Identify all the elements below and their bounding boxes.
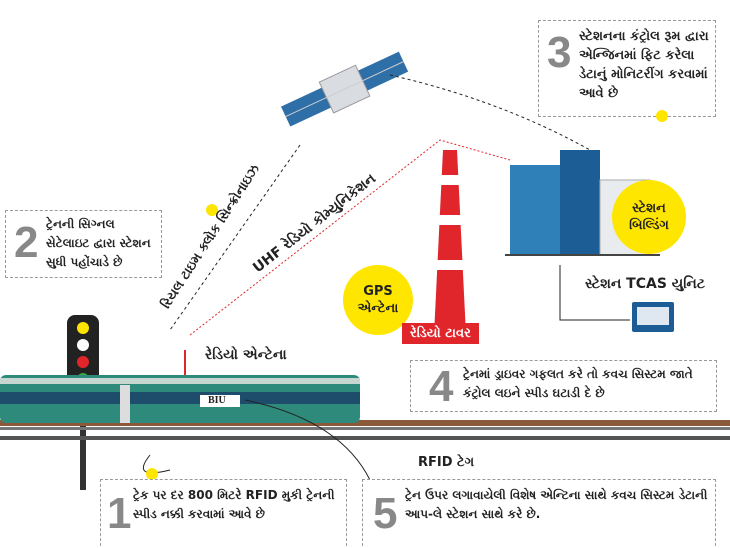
- step-5-box: 5 ટ્રેન ઉપર લગાવાયેલી વિશેષ એન્ટિના સાથે…: [362, 479, 716, 546]
- yellow-dot-marker: [146, 468, 158, 480]
- step-text: ટ્રેક પર દર 800 મિટરે RFID મુકી ટ્રેનની …: [133, 488, 335, 521]
- station-building-label: સ્ટેશન બિલ્ડિંગ: [629, 201, 669, 233]
- step-number: 4: [429, 362, 454, 411]
- yellow-dot-marker: [656, 110, 668, 122]
- step-number: 2: [14, 218, 39, 267]
- satellite-icon: [281, 51, 409, 127]
- rfid-label: RFID ટેગ: [418, 455, 475, 470]
- step-2-box: 2 ટ્રેનની સિગ્નલ સેટેલાઇટ દ્વારા સ્ટેશન …: [5, 210, 162, 278]
- step-number: 5: [373, 489, 398, 538]
- radio-antenna-label: રેડિયો એન્ટેના: [205, 347, 287, 363]
- train-icon: [0, 375, 360, 423]
- step-4-box: 4 ટ્રેનમાં ડ્રાઇવર ગફલત કરે તો કવચ સિસ્ટ…: [410, 360, 717, 412]
- radio-tower-label: રેડિયો ટાવર: [402, 323, 479, 344]
- step-number: 3: [547, 28, 572, 77]
- railway-track: [0, 420, 730, 440]
- step-3-box: 3 સ્ટેશનના કંટ્રોલ રૂમ દ્વારા એન્જિનમાં …: [538, 20, 716, 117]
- radio-tower-icon: [434, 150, 466, 335]
- yellow-dot-marker: [206, 204, 218, 216]
- step-text: ટ્રેન ઉપર લગાવાયેલી વિશેષ એન્ટિના સાથે ક…: [405, 488, 708, 521]
- step-1-box: 1 ટ્રેક પર દર 800 મિટરે RFID મુકી ટ્રેનન…: [100, 479, 347, 546]
- step-text: સ્ટેશનના કંટ્રોલ રૂમ દ્વારા એન્જિનમાં ફિ…: [579, 29, 709, 101]
- station-building-badge: સ્ટેશન બિલ્ડિંગ: [612, 180, 686, 254]
- tcas-monitor-icon: [632, 302, 674, 332]
- biu-label: BIU: [208, 395, 226, 406]
- step-text: ટ્રેનમાં ડ્રાઇવર ગફલત કરે તો કવચ સિસ્ટમ …: [463, 367, 693, 400]
- gps-label: GPS એન્ટેના: [357, 284, 399, 316]
- step-number: 1: [107, 489, 132, 538]
- step-text: ટ્રેનની સિગ્નલ સેટેલાઇટ દ્વારા સ્ટેશન સુ…: [46, 217, 151, 269]
- gps-antenna-badge: GPS એન્ટેના: [343, 265, 413, 335]
- tcas-label: સ્ટેશન TCAS યુનિટ: [585, 276, 705, 292]
